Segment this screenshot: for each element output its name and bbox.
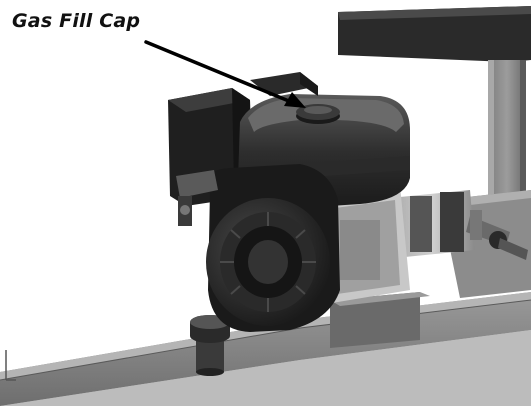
pump-coupling: [390, 190, 528, 260]
callout-label: Gas Fill Cap: [12, 10, 141, 32]
recoil-starter: [206, 164, 340, 332]
gas-fill-cap: [296, 104, 340, 124]
engine-head: [250, 72, 318, 96]
engine-mount: [330, 292, 430, 348]
callout-arrow: [144, 40, 306, 108]
oil-cap: [190, 315, 230, 376]
edge-marks: [5, 350, 16, 381]
throttle-linkage: [176, 170, 218, 226]
upper-housing: [338, 6, 531, 62]
